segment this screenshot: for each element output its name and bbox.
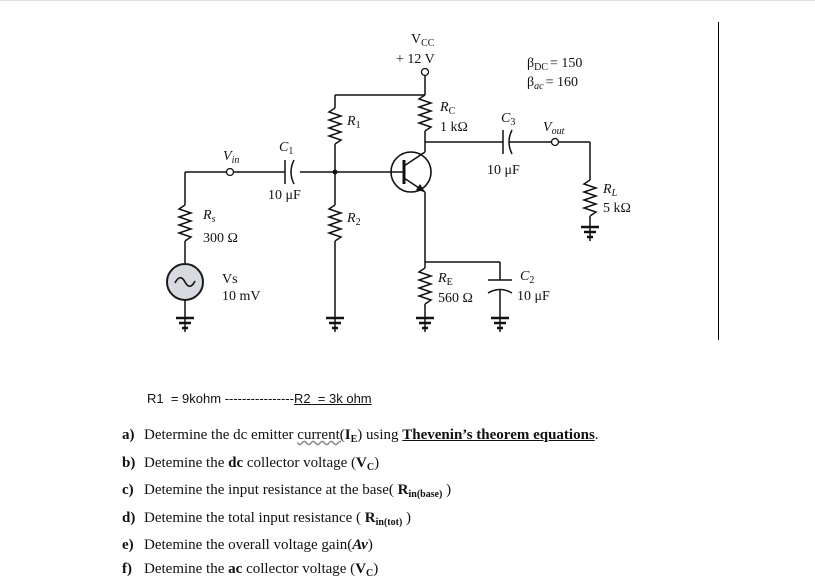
rc-resistor	[419, 95, 431, 131]
rl-ground-icon	[581, 227, 599, 241]
question-c: c)Detemine the input resistance at the b…	[122, 479, 599, 507]
question-label: d)	[122, 507, 144, 531]
vs-value: 10 mV	[222, 289, 261, 304]
c1-capacitor	[285, 160, 294, 184]
vin-terminal	[227, 169, 234, 176]
given-dashes: ----------------	[225, 391, 294, 406]
r1-label: R1	[346, 114, 361, 131]
r2-resistor	[329, 205, 341, 241]
vcc-value: + 12 V	[396, 52, 435, 67]
amplifier-circuit-schematic: VCC + 12 V βDC= 150 βac= 160 RC 1 kΩ R1 …	[0, 0, 815, 390]
re-label: RE	[437, 271, 453, 288]
rs-label: Rs	[202, 208, 216, 225]
question-a: a)Determine the dc emitter current(IE) u…	[122, 424, 599, 452]
vout-terminal	[552, 139, 559, 146]
given-values: R1 = 9kohm ----------------R2 = 3k ohm	[147, 391, 372, 406]
given-r1: R1 = 9kohm	[147, 391, 225, 406]
given-r2: R2 = 3k ohm	[294, 391, 372, 406]
rl-resistor	[584, 180, 596, 216]
ac-source-icon	[167, 264, 203, 300]
question-label: b)	[122, 452, 144, 476]
r2-ground-icon	[326, 316, 344, 332]
vin-label: Vin	[223, 149, 239, 166]
rc-label: RC	[439, 100, 456, 117]
rl-value: 5 kΩ	[603, 201, 631, 216]
question-list: a)Determine the dc emitter current(IE) u…	[122, 424, 599, 585]
c2-label: C2	[520, 269, 534, 286]
rl-label: RL	[602, 182, 618, 199]
question-d: d)Detemine the total input resistance ( …	[122, 507, 599, 535]
c1-value: 10 μF	[268, 188, 301, 203]
beta-dc-label: βDC= 150	[527, 56, 582, 73]
r1-resistor	[329, 108, 341, 144]
question-label: a)	[122, 424, 144, 448]
vcc-label: VCC	[411, 32, 435, 49]
question-e: e)Detemine the overall voltage gain(Av)	[122, 534, 599, 558]
question-f: f)Detemine the ac collector voltage (VC)	[122, 558, 599, 585]
c2-value: 10 μF	[517, 289, 550, 304]
c1-label: C1	[279, 140, 293, 157]
c2-ground-icon	[491, 316, 509, 332]
question-label: f)	[122, 558, 144, 582]
vout-label: Vout	[543, 120, 565, 137]
vs-name: Vs	[222, 272, 238, 287]
vcc-terminal	[422, 69, 429, 96]
beta-ac-label: βac= 160	[527, 75, 578, 92]
question-label: c)	[122, 479, 144, 503]
c3-label: C3	[501, 111, 515, 128]
source-ground-icon	[176, 316, 194, 332]
re-resistor	[419, 268, 431, 304]
re-value: 560 Ω	[438, 291, 473, 306]
r2-label: R2	[346, 211, 361, 228]
question-label: e)	[122, 534, 144, 558]
rs-resistor	[179, 205, 191, 241]
c3-value: 10 μF	[487, 163, 520, 178]
rs-value: 300 Ω	[203, 231, 238, 246]
question-b: b)Detemine the dc collector voltage (VC)	[122, 452, 599, 480]
re-ground-icon	[416, 316, 434, 332]
rc-value: 1 kΩ	[440, 120, 468, 135]
